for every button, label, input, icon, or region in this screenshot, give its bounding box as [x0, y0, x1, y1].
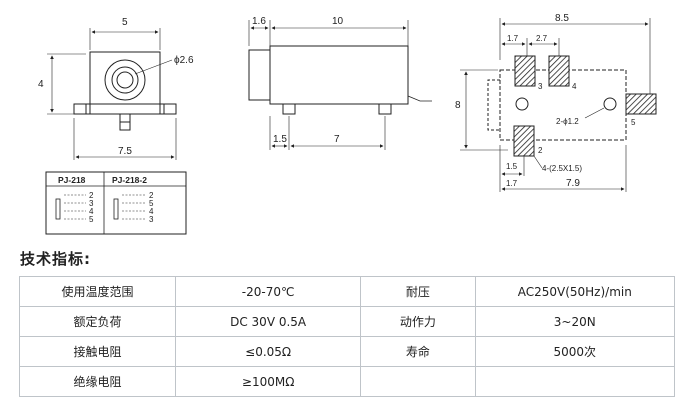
- spec-label: 使用温度范围: [18, 276, 177, 307]
- spec-label: 寿命: [360, 336, 476, 367]
- pad-5: [625, 93, 657, 115]
- spec-label: 耐压: [360, 276, 476, 307]
- dim-pad-pitch-2: 2.7: [536, 34, 548, 43]
- dim-pad-pitch-1: 1.7: [507, 34, 519, 43]
- spec-value: [474, 366, 676, 397]
- model-label-pj218: PJ-218: [58, 175, 86, 185]
- pad-label-5: 5: [631, 118, 636, 127]
- spec-label: 接触电阻: [18, 336, 177, 367]
- table-row: 绝缘电阻 ≥100MΩ: [18, 366, 676, 397]
- spec-value: AC250V(50Hz)/min: [474, 276, 676, 307]
- spec-value: DC 30V 0.5A: [175, 306, 362, 337]
- dim-pin-spacing: 7: [334, 134, 340, 145]
- technical-drawing: 5 4 ϕ2.6 7.5 PJ-218 PJ-218-2 2 3 4 5 2 5…: [38, 13, 657, 235]
- dim-base-width: 7.5: [118, 146, 132, 157]
- pad-label-2: 2: [538, 146, 543, 155]
- spec-label: 额定负荷: [18, 306, 177, 337]
- dim-length: 10: [332, 16, 344, 27]
- spec-value: 3~20N: [474, 306, 676, 337]
- dim-front-height: 4: [38, 79, 44, 90]
- pin-label: 4: [89, 207, 94, 216]
- dim-front-width: 5: [122, 17, 128, 28]
- pin-schematic: [45, 171, 187, 235]
- pin-label: 5: [149, 199, 154, 208]
- spec-label: 动作力: [360, 306, 476, 337]
- pin-label: 3: [89, 199, 94, 208]
- dim-bottom-c: 7.9: [566, 178, 580, 189]
- dim-overall-width: 8.5: [555, 13, 569, 24]
- pin-label: 2: [89, 191, 94, 200]
- spec-heading: 技术指标:: [20, 250, 91, 268]
- pad-label-3: 3: [538, 82, 543, 91]
- spec-value: ≤0.05Ω: [175, 336, 362, 367]
- model-label-pj218-2: PJ-218-2: [112, 175, 147, 185]
- pad-2: [513, 125, 535, 157]
- hole-callout: 2-ϕ1.2: [556, 117, 579, 126]
- side-view: [248, 20, 432, 150]
- spec-value: 5000次: [474, 336, 676, 367]
- pad-label-4: 4: [572, 82, 577, 91]
- dim-bottom-b: 1.7: [506, 179, 518, 188]
- pad-3: [514, 55, 536, 87]
- pad-4: [548, 55, 570, 87]
- dim-footprint-height: 8: [455, 100, 461, 111]
- spec-table: 使用温度范围 -20-70℃ 耐压 AC250V(50Hz)/min 额定负荷 …: [18, 276, 676, 397]
- dim-pin-offset: 1.5: [273, 134, 287, 145]
- spec-label: 绝缘电阻: [18, 366, 177, 397]
- spec-value: ≥100MΩ: [175, 366, 362, 397]
- dim-hole-diameter: ϕ2.6: [174, 55, 194, 66]
- table-row: 使用温度范围 -20-70℃ 耐压 AC250V(50Hz)/min: [18, 276, 676, 307]
- pin-label: 3: [149, 215, 154, 224]
- dim-flange: 1.6: [252, 16, 266, 27]
- spec-label: [360, 366, 476, 397]
- pin-label: 4: [149, 207, 154, 216]
- dim-bottom-a: 1.5: [506, 162, 518, 171]
- spec-value: -20-70℃: [175, 276, 362, 307]
- slot-callout: 4-(2.5X1.5): [542, 164, 582, 173]
- table-row: 接触电阻 ≤0.05Ω 寿命 5000次: [18, 336, 676, 367]
- front-view: [47, 28, 177, 160]
- pin-label: 2: [149, 191, 154, 200]
- table-row: 额定负荷 DC 30V 0.5A 动作力 3~20N: [18, 306, 676, 337]
- pin-label: 5: [89, 215, 94, 224]
